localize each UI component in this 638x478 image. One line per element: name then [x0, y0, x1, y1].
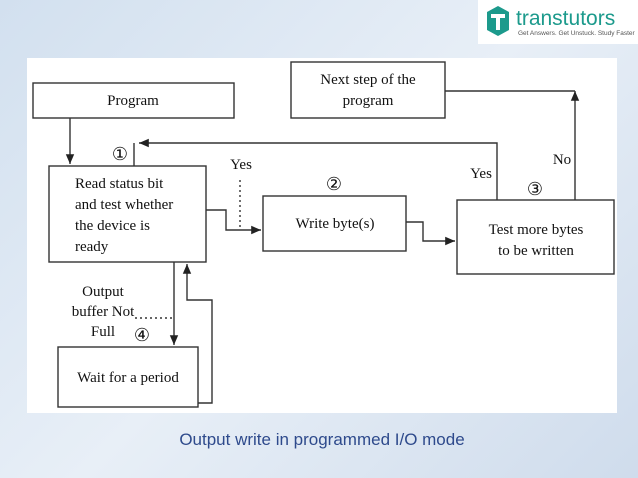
read-status-label: and test whether: [75, 197, 173, 213]
transtutors-logo: transtutors Get Answers. Get Unstuck. St…: [478, 0, 638, 44]
read-status-label: ready: [75, 239, 109, 255]
caption: Output write in programmed I/O mode: [179, 430, 465, 449]
next-step-label: program: [343, 93, 394, 109]
output-buffer-label: Full: [91, 324, 115, 340]
output-buffer-label: buffer Not: [72, 304, 135, 320]
program-label: Program: [107, 93, 159, 109]
arrow-write-test: [406, 221, 455, 246]
test-more-label: Test more bytes: [489, 222, 584, 238]
arrow-wait-read: [182, 264, 213, 404]
logo-icon: transtutors Get Answers. Get Unstuck. St…: [487, 6, 636, 37]
output-buffer-label: Output: [82, 284, 125, 300]
write-byte-box: [262, 195, 407, 252]
next-step-label: Next step of the: [320, 72, 416, 88]
arrow-yes-loop: [139, 138, 498, 200]
step-2-marker: ②: [326, 174, 342, 194]
arrow-read-write: [206, 209, 261, 235]
step-4-marker: ④: [134, 325, 150, 345]
read-status-box: [48, 165, 207, 263]
program-box: [32, 82, 235, 119]
no-label: No: [553, 152, 571, 168]
step-1-marker: ①: [112, 144, 128, 164]
wait-box: [57, 346, 199, 408]
read-status-label: Read status bit: [75, 176, 164, 192]
yes-label: Yes: [230, 157, 252, 173]
wait-label: Wait for a period: [77, 370, 179, 386]
logo-tagline: Get Answers. Get Unstuck. Study Faster: [518, 30, 636, 37]
read-status-label: the device is: [75, 218, 150, 234]
step-3-marker: ③: [527, 179, 543, 199]
write-byte-label: Write byte(s): [296, 216, 375, 232]
test-more-label: to be written: [498, 243, 574, 259]
yes-label: Yes: [470, 166, 492, 182]
test-more-box: [456, 199, 615, 275]
logo-name: transtutors: [516, 7, 615, 30]
next-step-box: [290, 61, 446, 119]
diagram-panel: [27, 58, 617, 413]
